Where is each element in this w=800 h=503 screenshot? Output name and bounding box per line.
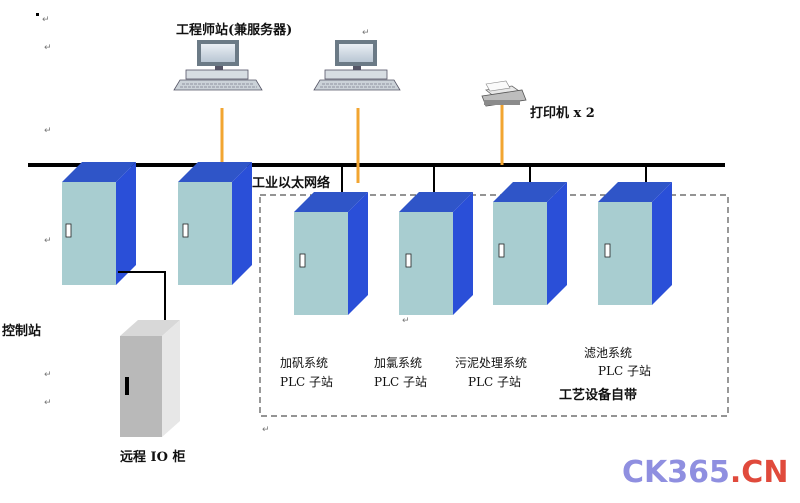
remote-io-link: [118, 271, 166, 325]
watermark-left: CK365: [622, 455, 730, 490]
remote-io-label: 远程 IO 柜: [120, 449, 185, 465]
watermark: CK365.CN: [622, 455, 788, 490]
watermark-dot: .: [730, 455, 741, 490]
subsystem-4-name: 滤池系统: [584, 346, 632, 360]
workstation-2: [313, 40, 401, 91]
subsystem-cabinet-4: [598, 182, 672, 305]
control-cabinet-2: [178, 162, 252, 285]
remote-io-cabinet: [120, 320, 180, 437]
subsystem-4-sub: PLC 子站: [598, 364, 651, 378]
engineer-station-label: 工程师站(兼服务器): [176, 22, 292, 38]
printer-icon: [481, 80, 527, 107]
vendor-box-label: 工艺设备自带: [559, 387, 637, 403]
watermark-right: CN: [741, 455, 788, 490]
printer-label: 打印机 x 2: [530, 105, 595, 121]
control-station-label: 控制站: [2, 323, 41, 339]
paragraph-marks: ↵ ↵ ↵ ↵ ↵ ↵ ↵ ↵ ↵: [42, 15, 410, 435]
bullet-dot: [36, 13, 39, 16]
subsystem-1-sub: PLC 子站: [280, 375, 333, 389]
subsystem-2-name: 加氯系统: [374, 356, 422, 370]
paragraph-mark: ↵: [44, 43, 52, 53]
paragraph-mark: ↵: [44, 236, 52, 246]
network-label: 工业以太网络: [252, 175, 330, 191]
paragraph-mark: ↵: [262, 425, 270, 435]
control-cabinet-1: [62, 162, 136, 285]
paragraph-mark: ↵: [42, 15, 50, 25]
paragraph-mark: ↵: [362, 28, 370, 38]
paragraph-mark: ↵: [44, 126, 52, 136]
paragraph-mark: ↵: [44, 370, 52, 380]
subsystem-2-sub: PLC 子站: [374, 375, 427, 389]
subsystem-1-name: 加矾系统: [280, 356, 328, 370]
subsystem-3-sub: PLC 子站: [468, 375, 521, 389]
paragraph-mark: ↵: [402, 316, 410, 326]
subsystem-3-name: 污泥处理系统: [455, 356, 527, 370]
subsystem-cabinet-2: [399, 192, 473, 315]
paragraph-mark: ↵: [44, 398, 52, 408]
vendor-equipment-box: [259, 194, 729, 417]
subsystem-cabinet-3: [493, 182, 567, 305]
workstation-1: [173, 40, 263, 91]
subsystem-cabinet-1: [294, 192, 368, 315]
